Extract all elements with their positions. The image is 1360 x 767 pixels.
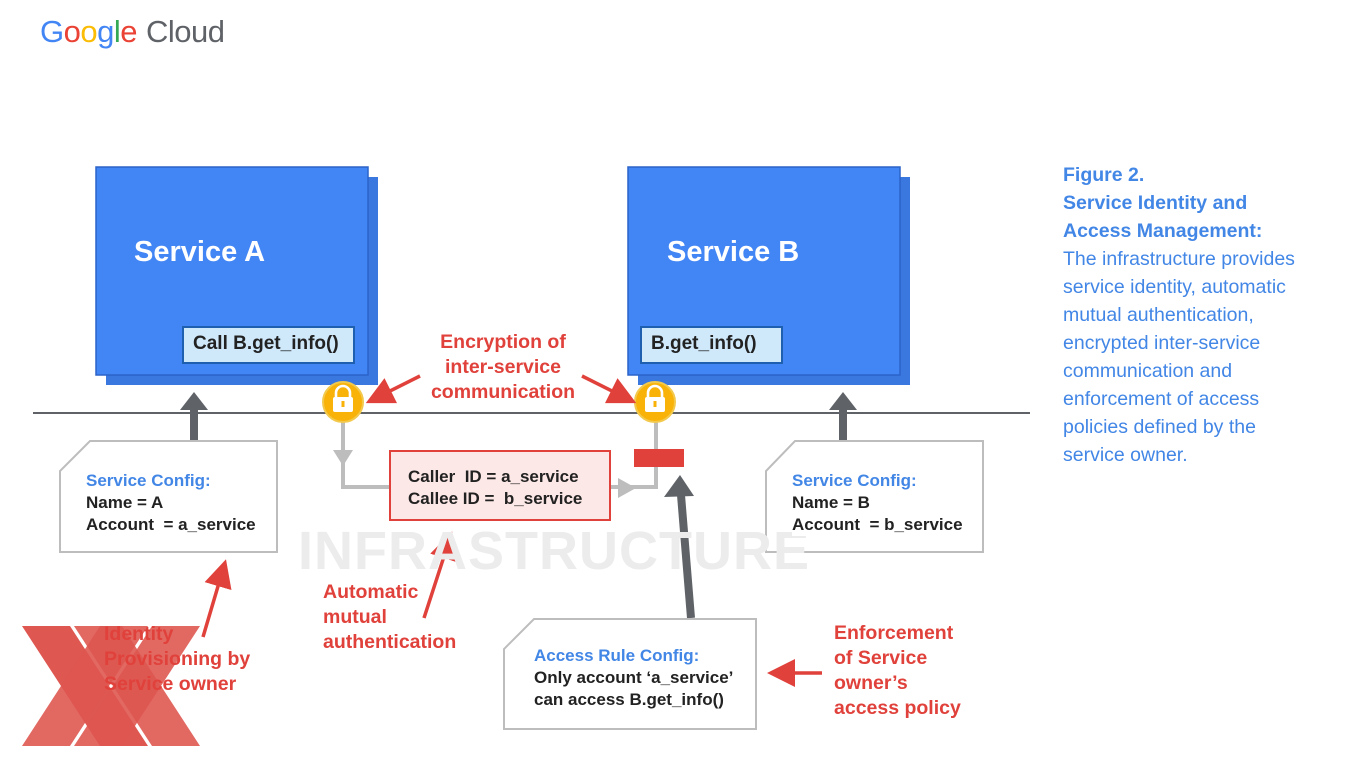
config-a-account: Account = a_service (86, 515, 256, 534)
auth-flow-line-a (341, 420, 390, 489)
encryption-line: communication (430, 381, 576, 403)
identity-line: Provisioning by (104, 648, 251, 670)
infrastructure-label: INFRASTRUCTURE (298, 521, 810, 581)
lock-icon (322, 381, 364, 423)
config-a-arrowhead (180, 392, 208, 410)
logo-letter: G (40, 14, 64, 49)
identity-provisioning-label: Identity Provisioning by Service owner (104, 622, 250, 697)
mutual-auth-label: Automatic mutual authentication (323, 580, 456, 655)
mutual-auth-box: Caller ID = a_service Callee ID = b_serv… (389, 450, 611, 521)
logo-letter: e (120, 14, 138, 49)
caption-heading: Figure 2. Service Identity and Access Ma… (1063, 161, 1343, 245)
identity-line: Service owner (104, 673, 237, 695)
caption-body-line: mutual authentication, (1063, 304, 1254, 326)
service-b-call-box: B.get_info() (640, 326, 783, 364)
policy-enforcement-bar (634, 449, 684, 467)
logo-letter: l (113, 14, 121, 49)
enforcement-label: Enforcement of Service owner’s access po… (834, 621, 961, 721)
caption-title-1: Service Identity and (1063, 192, 1248, 214)
callee-id: Callee ID = b_service (408, 489, 583, 508)
caption-body: The infrastructure provides service iden… (1063, 245, 1343, 469)
mutual-auth-line: authentication (323, 631, 457, 653)
service-config-a: Service Config: Name = A Account = a_ser… (86, 470, 256, 536)
config-b-arrowhead (829, 392, 857, 410)
caption-body-line: enforcement of access (1063, 388, 1260, 410)
identity-arrow (201, 559, 232, 638)
enforcement-line: of Service (834, 647, 928, 669)
auth-flow-arrowhead-b (618, 478, 636, 498)
mutual-auth-arrow (422, 531, 457, 619)
caller-id: Caller ID = a_service (408, 467, 579, 486)
access-rule-heading: Access Rule Config: (534, 646, 700, 665)
enforcement-line: access policy (834, 697, 961, 719)
config-b-account: Account = b_service (792, 515, 963, 534)
logo-letter: g (97, 14, 114, 49)
encryption-label: Encryption of inter-service communicatio… (423, 330, 583, 405)
caption-body-line: service owner. (1063, 444, 1188, 466)
service-b-title: Service B (667, 236, 800, 268)
logo-google: Google (40, 14, 138, 49)
mutual-auth-line: Automatic (323, 581, 419, 603)
service-a-call: Call B.get_info() (193, 333, 339, 354)
encryption-line: inter-service (445, 356, 561, 378)
service-b-call: B.get_info() (651, 333, 757, 354)
enforcement-line: owner’s (834, 672, 908, 694)
logo-letter: o (63, 14, 81, 49)
encryption-arrow-right (581, 374, 637, 404)
enforcement-line: Enforcement (834, 622, 954, 644)
caption-title-2: Access Management: (1063, 220, 1263, 242)
identity-line: Identity (104, 623, 174, 645)
config-b-heading: Service Config: (792, 471, 917, 490)
access-rule-line1: Only account ‘a_service’ (534, 668, 734, 687)
config-b-name: Name = B (792, 493, 870, 512)
encryption-line: Encryption of (440, 331, 566, 353)
cross-mark-icon (22, 626, 200, 746)
logo-cloud: Cloud (146, 14, 225, 49)
encryption-arrow-left (365, 374, 421, 404)
config-a-heading: Service Config: (86, 471, 211, 490)
caption-body-line: encrypted inter-service (1063, 332, 1261, 354)
caption-body-line: The infrastructure provides (1063, 248, 1295, 270)
access-rule-arrow (677, 494, 695, 619)
caption-body-line: communication and (1063, 360, 1233, 382)
caption-body-line: policies defined by the (1063, 416, 1256, 438)
config-a-name: Name = A (86, 493, 164, 512)
auth-flow-arrowhead-a (333, 450, 353, 466)
access-rule-arrowhead (664, 475, 694, 497)
service-a-call-box: Call B.get_info() (182, 326, 355, 364)
service-config-b: Service Config: Name = B Account = b_ser… (792, 470, 963, 536)
lock-icon (634, 381, 676, 423)
figure-caption: Figure 2. Service Identity and Access Ma… (1063, 161, 1343, 469)
logo-letter: o (80, 14, 98, 49)
mutual-auth-line: mutual (323, 606, 387, 628)
service-a-title: Service A (134, 236, 266, 268)
access-rule-line2: can access B.get_info() (534, 690, 724, 709)
caption-body-line: service identity, automatic (1063, 276, 1286, 298)
caption-figure: Figure 2. (1063, 164, 1145, 186)
access-rule-config: Access Rule Config: Only account ‘a_serv… (534, 645, 734, 711)
